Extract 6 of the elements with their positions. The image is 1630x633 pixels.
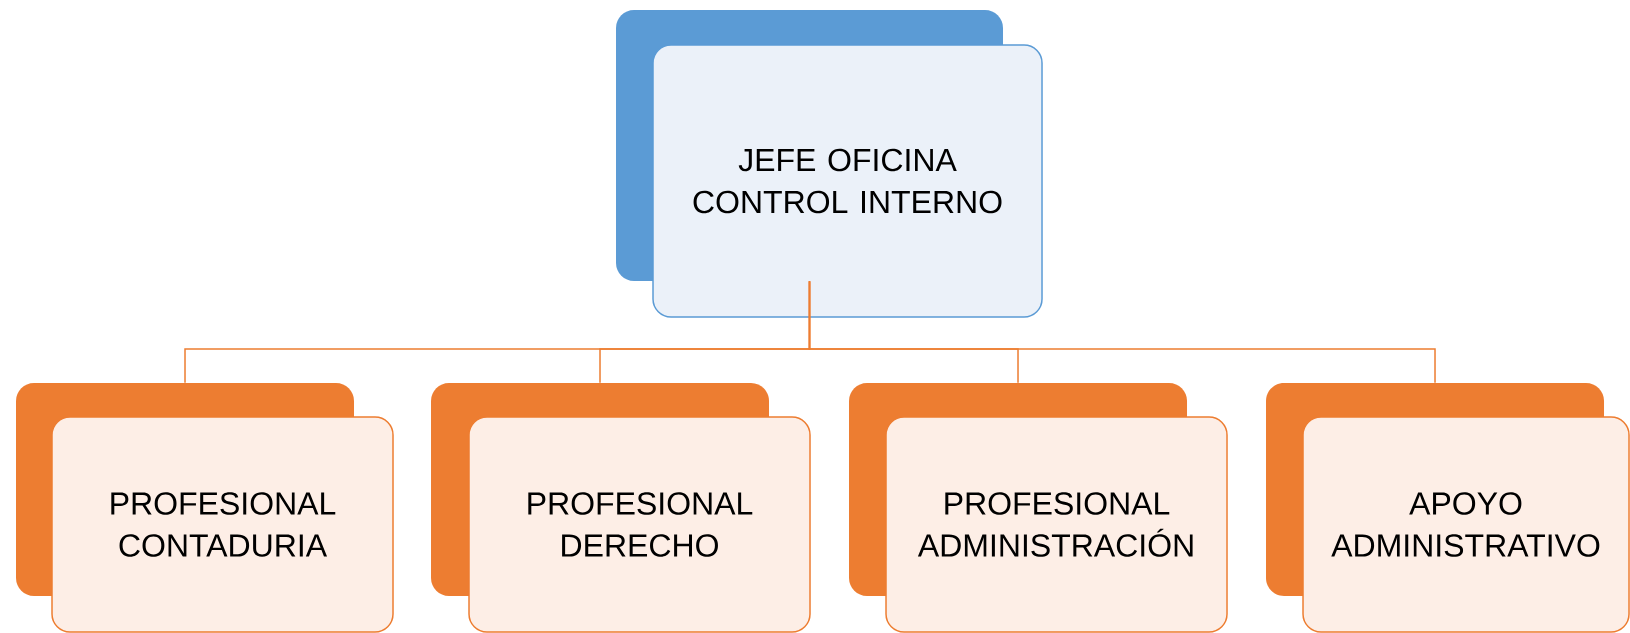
org-box: JEFE OFICINA CONTROL INTERNO [616,10,1043,318]
org-box: PROFESIONAL CONTADURIA [16,383,394,633]
org-box: APOYO ADMINISTRATIVO [1266,383,1630,633]
org-box: PROFESIONAL DERECHO [431,383,811,633]
org-box: PROFESIONAL ADMINISTRACIÓN [849,383,1228,633]
connector-line [808,280,1436,384]
